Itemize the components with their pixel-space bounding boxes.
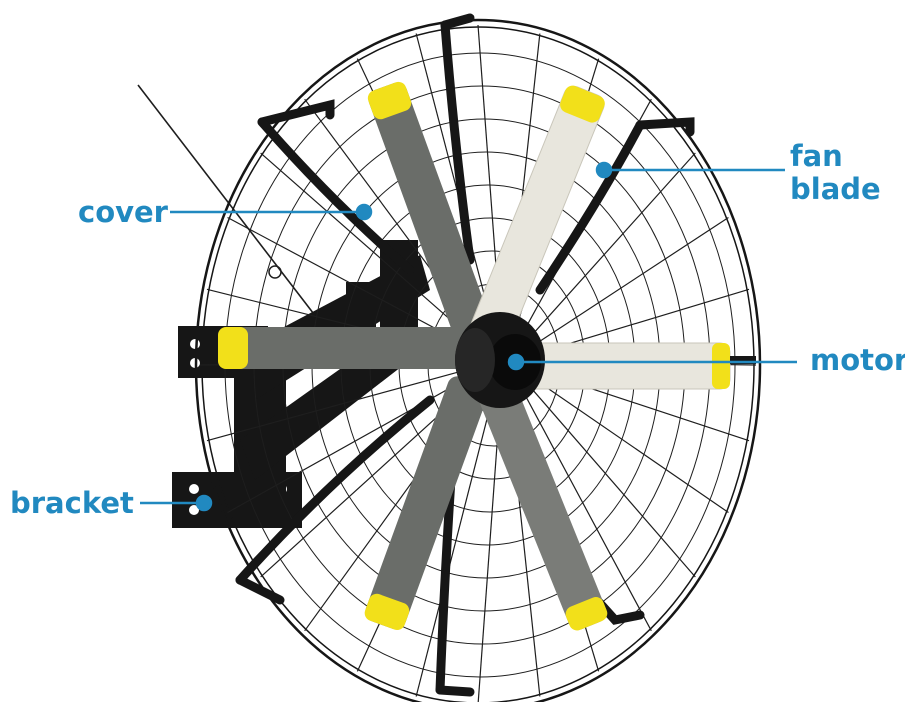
cover-spoke <box>260 387 470 578</box>
cover-spoke <box>206 370 462 442</box>
fan-blade-lower-left <box>364 376 489 630</box>
cover-spoke <box>538 288 750 354</box>
cover-spoke <box>530 152 696 337</box>
cover-spoke <box>530 387 696 578</box>
motor-label: motor <box>810 343 905 377</box>
fan-blade-label-line1: fan <box>790 139 843 173</box>
cable-turnbuckle <box>268 265 282 279</box>
fan-blade-left <box>218 327 478 369</box>
cover-spoke <box>535 216 729 345</box>
fan-blades <box>218 81 731 631</box>
cover-label: cover <box>78 195 168 229</box>
fan-blade-upper-right <box>469 85 605 347</box>
cover-spoke <box>535 379 729 514</box>
fan-blade-label-line2: blade <box>790 172 881 206</box>
fan-blade-lower-right <box>476 375 608 631</box>
cover-spoke <box>415 402 492 697</box>
callout-lines <box>140 161 797 512</box>
cover-spoke <box>524 394 652 632</box>
cover-spoke <box>477 403 501 702</box>
cover-spoke <box>415 33 492 322</box>
fan-blade-label: fan blade <box>790 140 881 206</box>
bracket-label: bracket <box>10 486 134 520</box>
cover-spoke <box>227 216 465 345</box>
fan-blade-upper-left <box>367 81 493 345</box>
cover-spoke <box>260 152 470 337</box>
